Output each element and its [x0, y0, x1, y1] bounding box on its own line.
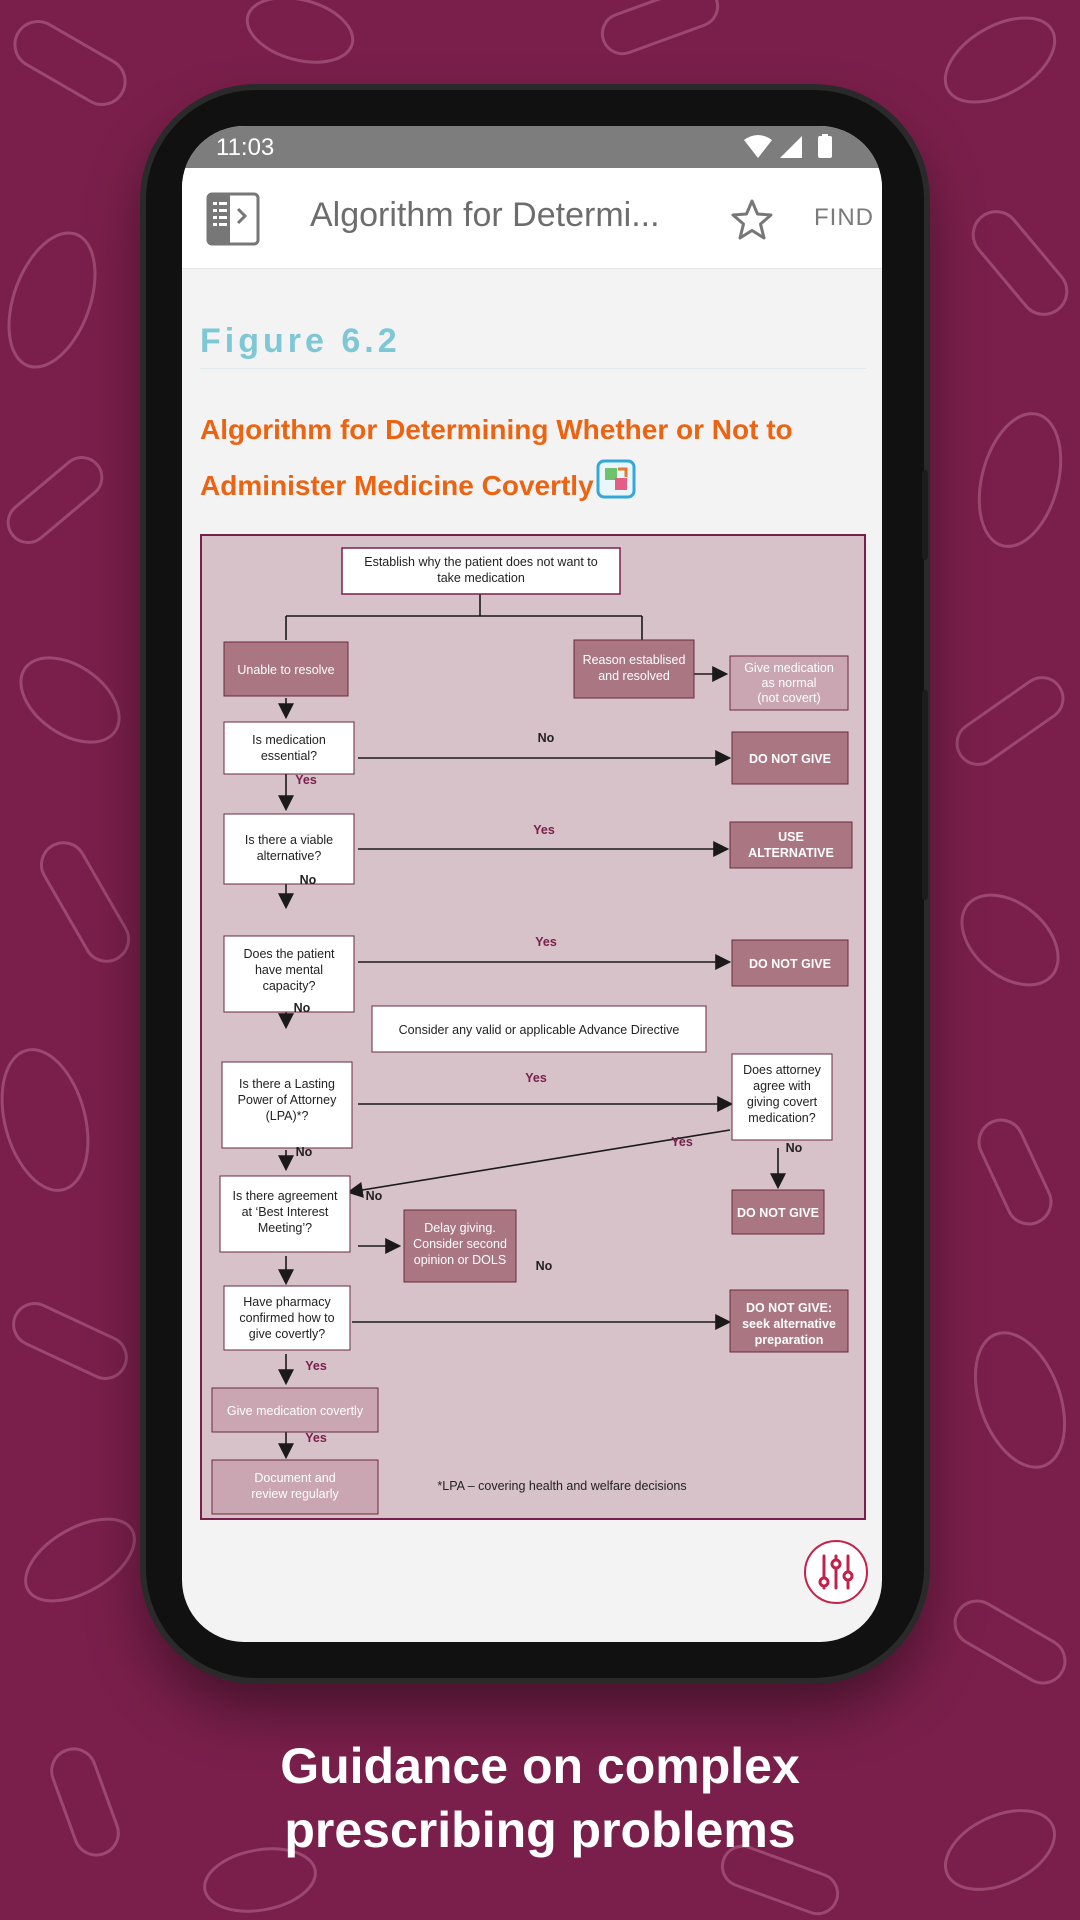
status-bar: 11:03 — [182, 126, 882, 168]
flow-do-not-give: DO NOT GIVE — [749, 752, 831, 766]
flowchart-canvas: Establish why the patient does not want … — [211, 547, 853, 1515]
expand-image-icon[interactable] — [596, 459, 636, 499]
phone-screen: 11:03 Algorithm for Determi... FIND Figu… — [182, 126, 882, 1642]
flow-label-yes: Yes — [305, 1431, 327, 1445]
flow-label-yes: Yes — [535, 935, 557, 949]
flow-start: Establish why the patient does not want … — [364, 555, 598, 585]
battery-icon — [818, 136, 832, 158]
status-time: 11:03 — [216, 134, 275, 161]
flow-label-yes: Yes — [533, 823, 555, 837]
signal-icon — [780, 136, 802, 158]
flowchart[interactable]: Establish why the patient does not want … — [200, 534, 866, 1520]
flow-label-no: No — [296, 1145, 313, 1159]
flow-label-yes: Yes — [525, 1071, 547, 1085]
phone-side-button — [922, 690, 928, 900]
find-button[interactable]: FIND — [814, 204, 874, 231]
flow-do-not-give: DO NOT GIVE — [749, 957, 831, 971]
figure-title: Algorithm for Determining Whether or Not… — [200, 402, 860, 514]
sliders-icon — [818, 1554, 854, 1590]
figure-label: Figure 6.2 — [200, 322, 401, 360]
flow-label-no: No — [294, 1001, 311, 1015]
flow-boxes — [211, 547, 853, 1515]
figure-title-text: Algorithm for Determining Whether or Not… — [200, 414, 793, 501]
display-settings-button[interactable] — [804, 1540, 868, 1604]
flow-start-l1: Establish why the patient does not want … — [364, 555, 598, 569]
caption-line-1: Guidance on complex — [280, 1738, 800, 1794]
flow-label-no: No — [538, 731, 555, 745]
flow-label-yes: Yes — [295, 773, 317, 787]
flow-label-no: No — [786, 1141, 803, 1155]
flow-do-not-give: DO NOT GIVE — [737, 1206, 819, 1220]
flow-start-l2: take medication — [437, 571, 525, 585]
flow-label-no: No — [536, 1259, 553, 1273]
app-bar: Algorithm for Determi... FIND — [182, 168, 882, 269]
table-of-contents-icon[interactable] — [206, 192, 260, 246]
flow-footnote: *LPA – covering health and welfare decis… — [437, 1479, 686, 1493]
star-icon[interactable] — [730, 198, 774, 242]
wifi-icon — [744, 135, 772, 158]
marketing-caption: Guidance on complex prescribing problems — [0, 1734, 1080, 1862]
divider — [200, 368, 866, 369]
flow-unable: Unable to resolve — [237, 663, 334, 677]
status-icons — [744, 134, 832, 158]
flow-label-yes: Yes — [671, 1135, 693, 1149]
flow-give-covert: Give medication covertly — [227, 1404, 364, 1418]
app-title: Algorithm for Determi... — [310, 196, 660, 234]
caption-line-2: prescribing problems — [284, 1802, 796, 1858]
phone-side-button — [922, 470, 928, 560]
flow-label-no: No — [300, 873, 317, 887]
flow-label-yes: Yes — [305, 1359, 327, 1373]
flow-label-no: No — [366, 1189, 383, 1203]
flow-advance-directive: Consider any valid or applicable Advance… — [399, 1023, 680, 1037]
